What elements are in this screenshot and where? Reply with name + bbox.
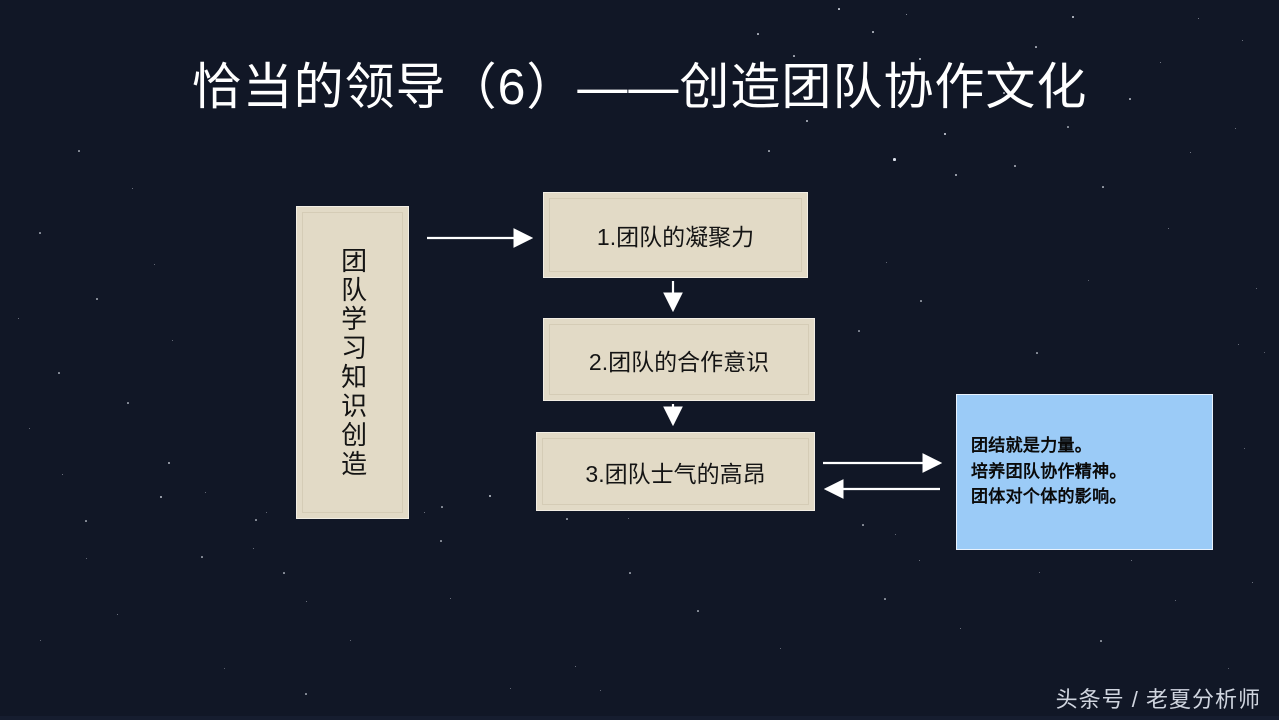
star-dot (955, 174, 957, 176)
star-dot (154, 264, 156, 266)
conclusion-line-1: 团结就是力量。 (971, 436, 1093, 455)
star-dot (266, 512, 268, 514)
star-dot (168, 462, 170, 464)
star-dot (1088, 280, 1090, 282)
star-dot (86, 558, 88, 560)
star-dot (893, 158, 896, 161)
star-dot (205, 492, 207, 494)
star-dot (628, 518, 630, 520)
star-dot (39, 232, 41, 234)
star-dot (600, 690, 602, 692)
footer-watermark: 头条号 / 老夏分析师 (1055, 687, 1261, 712)
star-dot (1264, 352, 1266, 354)
star-dot (1072, 16, 1075, 19)
star-dot (224, 668, 226, 670)
star-dot (160, 496, 163, 499)
star-dot (757, 33, 759, 35)
star-dot (886, 262, 888, 264)
star-dot (872, 31, 874, 33)
source-box-label: 团队学习知识创造 (337, 246, 368, 479)
star-dot (1256, 288, 1258, 290)
star-dot (806, 120, 808, 122)
star-dot (944, 133, 947, 136)
star-dot (96, 298, 98, 300)
star-dot (566, 518, 568, 520)
star-dot (1238, 344, 1240, 346)
star-dot (1102, 186, 1104, 188)
star-dot (350, 640, 352, 642)
star-dot (1228, 668, 1230, 670)
star-dot (920, 300, 922, 302)
star-dot (29, 428, 31, 430)
bottom-edge-strip (0, 716, 1279, 720)
star-dot (697, 610, 699, 612)
step-box-2: 2.团队的合作意识 (543, 318, 815, 401)
star-dot (424, 512, 426, 514)
star-dot (1190, 152, 1192, 154)
star-dot (440, 540, 442, 542)
star-dot (906, 14, 908, 16)
star-dot (1244, 448, 1246, 450)
star-dot (58, 372, 60, 374)
star-dot (489, 495, 492, 498)
conclusion-line-2: 培养团队协作精神。 (971, 461, 1127, 481)
star-dot (117, 614, 119, 616)
step-box-1-label: 1.团队的凝聚力 (596, 224, 755, 250)
star-dot (127, 402, 129, 404)
star-dot (919, 560, 921, 562)
star-dot (62, 474, 64, 476)
star-dot (201, 556, 203, 558)
star-dot (1235, 128, 1237, 130)
star-dot (1035, 46, 1037, 48)
star-dot (1242, 40, 1244, 42)
conclusion-line-3: 团体对个体的影响。 (971, 487, 1127, 506)
star-dot (1036, 352, 1038, 354)
star-dot (768, 150, 770, 152)
star-dot (78, 150, 80, 152)
star-dot (1198, 18, 1200, 20)
star-dot (253, 548, 255, 550)
star-dot (305, 693, 307, 695)
star-dot (1168, 228, 1170, 230)
star-dot (306, 601, 308, 603)
star-dot (960, 628, 962, 630)
star-dot (510, 688, 512, 690)
star-dot (858, 330, 860, 332)
source-box: 团队学习知识创造 (296, 206, 409, 519)
star-dot (255, 519, 257, 521)
star-dot (862, 524, 864, 526)
step-box-2-label: 2.团队的合作意识 (588, 348, 770, 375)
star-dot (1175, 600, 1177, 602)
star-dot (172, 340, 174, 342)
star-dot (1252, 582, 1254, 584)
star-dot (441, 506, 443, 508)
star-dot (1131, 560, 1133, 562)
star-dot (283, 572, 285, 574)
star-dot (450, 598, 452, 600)
star-dot (1014, 165, 1016, 167)
star-dot (780, 648, 782, 650)
star-dot (40, 640, 42, 642)
star-dot (132, 188, 134, 190)
star-dot (838, 8, 840, 10)
star-dot (85, 520, 87, 522)
star-dot (1100, 640, 1102, 642)
step-box-1: 1.团队的凝聚力 (543, 192, 808, 278)
star-dot (18, 318, 20, 320)
page-title: 恰当的领导（6）——创造团队协作文化 (191, 59, 1088, 115)
step-box-3: 3.团队士气的高昂 (536, 432, 815, 511)
star-dot (1067, 126, 1069, 128)
star-dot (1039, 572, 1041, 574)
step-box-3-label: 3.团队士气的高昂 (585, 460, 766, 487)
conclusion-box: 团结就是力量。 培养团队协作精神。 团体对个体的影响。 (956, 394, 1213, 550)
star-dot (895, 534, 897, 536)
star-dot (629, 572, 631, 574)
star-dot (884, 598, 886, 600)
star-dot (575, 666, 577, 668)
